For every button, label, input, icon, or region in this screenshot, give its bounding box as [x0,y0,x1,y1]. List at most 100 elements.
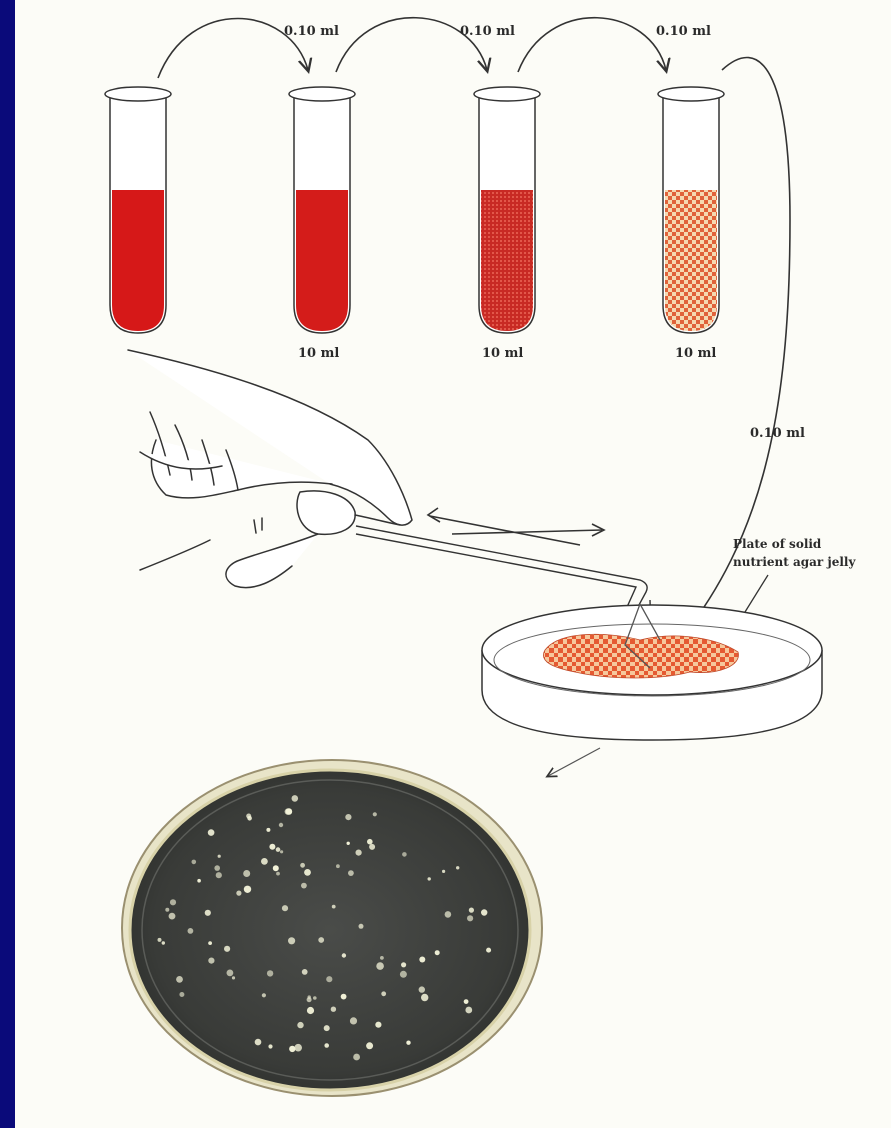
colony-dot [216,872,222,878]
colony-dot [428,877,431,880]
colony-dot [158,938,162,942]
test-tube-icon [474,87,540,333]
colony-dot [286,808,293,815]
colony-dot [469,908,474,913]
transfer-label-2: 0.10 ml [460,24,515,39]
colony-dot [347,842,350,845]
colony-dot [348,870,354,876]
colony-dot [402,852,407,857]
colony-dot [170,899,176,905]
colony-dot [208,958,214,964]
test-tube-icon [289,87,355,333]
colony-dot [227,970,234,977]
hand-icon [128,350,412,588]
motion-arrows-icon [428,508,604,545]
colony-dot [262,993,266,997]
colony-dot [288,937,295,944]
colony-dot [324,1025,330,1031]
transfer-label-3: 0.10 ml [656,24,711,39]
colony-dot [304,869,311,876]
colony-dot [350,1017,357,1024]
colony-dot [369,844,375,850]
colony-dot [342,953,346,957]
colony-dot [419,986,425,992]
petri-dish-icon [482,604,822,740]
colony-dot [318,937,324,943]
colony-dot [345,814,351,820]
colony-dot [375,1022,381,1028]
colony-dot [313,996,317,1000]
colony-dot [456,866,459,869]
colony-dot [376,962,384,970]
plate-label-line-2: nutrient agar jelly [733,555,856,569]
colony-dot [406,1041,410,1045]
colony-dot [276,872,280,876]
colony-dot [442,870,445,873]
colony-dot [331,1007,336,1012]
colony-dot [381,991,386,996]
colony-dot [266,828,270,832]
colony-dot [282,905,288,911]
colony-dot [326,976,332,982]
colony-dot [481,909,487,915]
colony-dot [267,970,273,976]
colony-dot [205,910,211,916]
colony-dot [276,847,281,852]
tube-volume-label-3: 10 ml [482,346,523,361]
test-tube-icon [105,87,171,333]
colony-dot [165,908,169,912]
colony-dot [289,1046,295,1052]
colony-dot [279,823,283,827]
colony-dot [356,850,362,856]
plate-label-leader [745,575,768,612]
colony-dot [467,915,473,921]
colony-dot [162,941,165,944]
transfer-arc-3 [518,18,666,72]
colony-dot [169,913,176,920]
colony-dot [232,976,235,979]
colony-dot [308,995,311,998]
colony-dot [294,1044,302,1052]
colony-dot [307,1007,314,1014]
colony-dot [336,864,340,868]
colony-dot [273,865,279,871]
colony-dot [280,850,283,853]
colony-dot [486,948,491,953]
colony-dot [218,855,221,858]
tube-volume-label-4: 10 ml [675,346,716,361]
colony-dot [302,969,308,975]
colony-dot [332,905,336,909]
colony-dot [261,858,268,865]
plate-label-line-1: Plate of solid [733,537,822,551]
colony-dot [324,1043,329,1048]
colony-dot [445,911,452,918]
colony-dot [197,879,201,883]
colony-dot [419,957,425,963]
tube-volume-label-2: 10 ml [298,346,339,361]
colony-dot [465,1007,472,1014]
colony-dot [243,870,250,877]
colony-dot [188,928,194,934]
colony-dot [367,839,373,845]
colony-dot [208,829,215,836]
colony-dot [214,865,220,871]
colony-dot [255,1039,262,1046]
colony-dot [464,999,469,1004]
colony-dot [246,814,251,819]
colony-dot [292,795,299,802]
colony-dot [373,812,377,816]
colony-dot [176,976,183,983]
colony-dot [179,992,184,997]
colony-dot [421,994,428,1001]
dish-to-photo-arrow [548,748,600,776]
colony-dot [224,946,230,952]
colony-dot [268,1044,272,1048]
colony-dot [353,1054,360,1061]
colony-dot [244,886,251,893]
colony-dot [269,844,275,850]
cultured-plate-photo [122,760,542,1096]
colony-dot [208,941,212,945]
colony-dot [236,891,241,896]
